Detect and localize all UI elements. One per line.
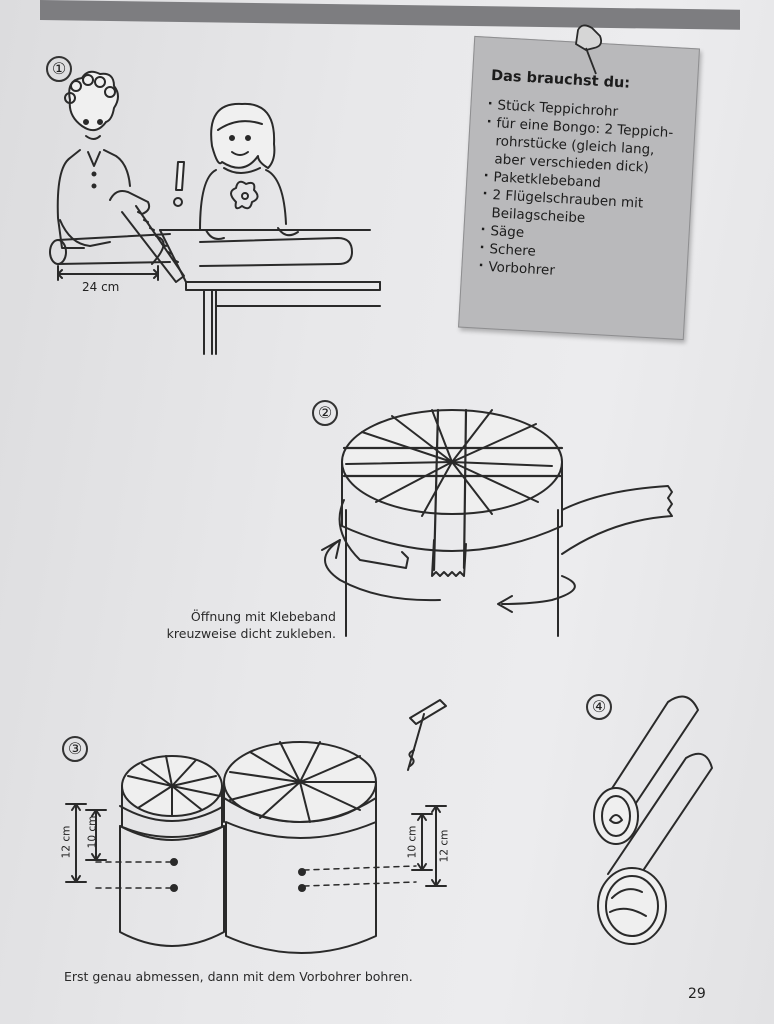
pushpin-icon [568, 22, 612, 78]
step1-illustration [40, 70, 390, 370]
step-number-3: ③ [62, 736, 88, 762]
dim-left-outer: 12 cm [60, 825, 73, 859]
page-number: 29 [688, 986, 706, 1002]
step3-illustration [60, 700, 480, 970]
step2-caption-line1: Öffnung mit Klebeband [190, 609, 336, 624]
step2-illustration [300, 400, 680, 640]
dim-left-inner: 10 cm [86, 815, 99, 849]
step4-illustration [580, 690, 720, 980]
step-number-2: ② [312, 400, 338, 426]
materials-list: Stück Teppichrohr für eine Bongo: 2 Tepp… [480, 96, 684, 287]
step2-caption: Öffnung mit Klebeband kreuzweise dicht z… [166, 608, 336, 642]
step2-caption-line2: kreuzweise dicht zukleben. [166, 626, 336, 641]
dim-right-outer: 12 cm [438, 829, 451, 863]
step-number-1: ① [46, 56, 72, 82]
top-color-bar [40, 0, 740, 30]
step-number-4: ④ [586, 694, 612, 720]
materials-note: Das brauchst du: Stück Teppichrohr für e… [458, 35, 700, 341]
step3-caption: Erst genau abmessen, dann mit dem Vorboh… [64, 969, 413, 984]
dim-right-inner: 10 cm [406, 825, 419, 859]
measure-24cm: 24 cm [82, 280, 120, 294]
girl-figure [200, 104, 298, 239]
boy-figure [58, 72, 130, 248]
